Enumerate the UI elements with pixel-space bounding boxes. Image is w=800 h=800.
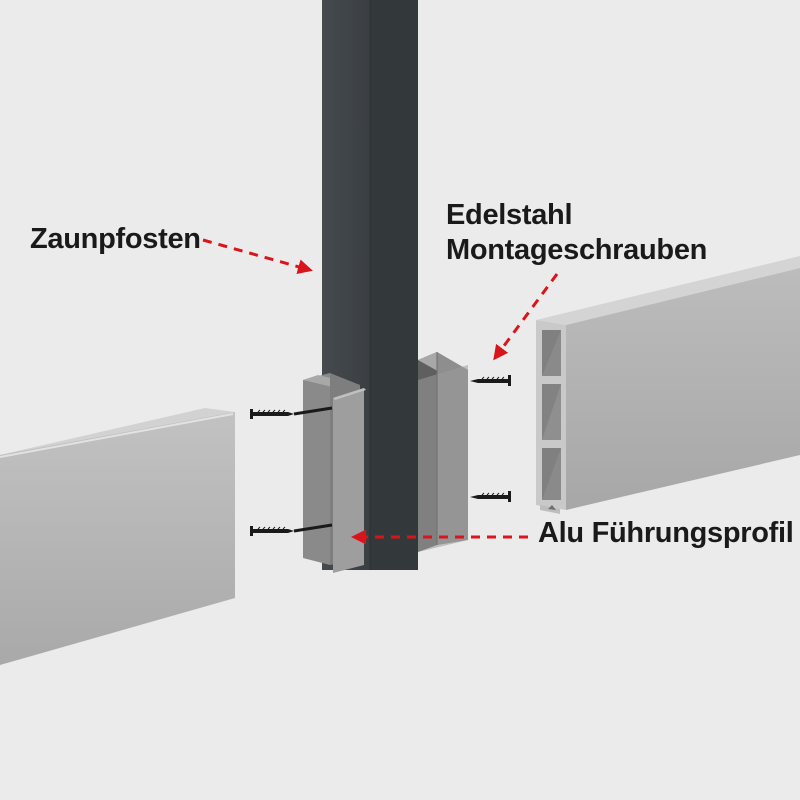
right-guide-profile: [418, 352, 468, 552]
label-fence-post: Zaunpfosten: [30, 223, 201, 255]
screw-icon: [250, 523, 333, 536]
label-guide-profile: Alu Führungsprofil: [538, 517, 794, 549]
label-mounting-screws-line1: Edelstahl: [446, 199, 573, 231]
left-fence-board: [0, 408, 235, 665]
arrow-to-screws: [493, 273, 559, 361]
right-fence-board: [536, 256, 800, 514]
screw-icon: [250, 406, 333, 419]
label-mounting-screws-line2: Montageschrauben: [446, 233, 708, 266]
screw-icon: [470, 375, 511, 386]
label-mounting-screws: Edelstahl Montageschrauben: [446, 198, 707, 268]
screw-icon: [470, 491, 511, 502]
arrow-to-post: [202, 238, 313, 274]
callout-arrows: [202, 238, 559, 545]
left-guide-profile: [303, 373, 366, 573]
